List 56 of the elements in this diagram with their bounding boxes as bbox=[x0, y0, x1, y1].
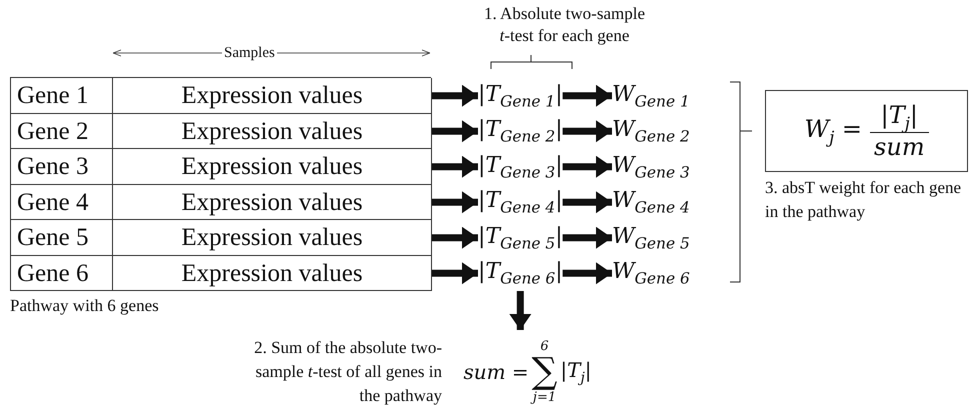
expression-label: Expression values bbox=[180, 81, 364, 111]
formula-box bbox=[765, 90, 968, 172]
arrow bbox=[562, 120, 612, 142]
annotation-text: Pathway with 6 genes bbox=[10, 295, 160, 317]
math-term-text: |T$_{Gene 1}$| bbox=[478, 82, 563, 110]
math-term-text: W$_{Gene 3}$ bbox=[612, 152, 690, 181]
gene-label: Gene 6 bbox=[11, 256, 113, 290]
lower-limit: j=1 bbox=[532, 390, 556, 405]
annotation-text: 2. Sum of the absolute two-sample t-test of all genes in the pathway bbox=[253, 337, 442, 407]
math-term-text: |T$_{Gene 4}$| bbox=[478, 188, 563, 216]
gene-label: Gene 3 bbox=[11, 149, 113, 184]
math-term-text: |T$_{Gene 3}$| bbox=[478, 152, 563, 181]
denominator: sum bbox=[870, 132, 929, 162]
step-label: 1. Absolute two-sample t-test for each gene bbox=[482, 3, 646, 47]
math-term-text: W$_{Gene 6}$ bbox=[612, 259, 690, 288]
upper-limit: 6 bbox=[540, 339, 549, 354]
arrow bbox=[432, 84, 478, 107]
math-term-text: W$_{Gene 5}$ bbox=[612, 224, 690, 252]
table-row bbox=[11, 114, 432, 149]
expression-label: Expression values bbox=[180, 258, 364, 288]
annotation-text: 3. absT weight for each gene in the pathway bbox=[765, 177, 962, 223]
math-term-text: |T$_{Gene 6}$| bbox=[478, 259, 563, 288]
math-term-text: |T$_{Gene 5}$| bbox=[478, 224, 563, 252]
arrow bbox=[562, 191, 612, 214]
formula-text: |T$_{j}$| bbox=[560, 358, 592, 386]
table-row bbox=[11, 184, 432, 220]
arrow bbox=[432, 120, 478, 142]
table-row bbox=[11, 149, 432, 184]
arrow bbox=[432, 262, 478, 284]
expression-label: Expression values bbox=[180, 152, 364, 182]
data-table bbox=[10, 77, 431, 291]
gene-label: Gene 1 bbox=[11, 78, 113, 112]
expression-label: Expression values bbox=[180, 223, 364, 253]
gene-label: Gene 4 bbox=[11, 184, 113, 219]
expression-label: Expression values bbox=[180, 116, 364, 146]
expression-label: Expression values bbox=[180, 188, 364, 218]
arrow bbox=[509, 291, 532, 330]
math-term-text: W$_{Gene 2}$ bbox=[612, 117, 690, 146]
formula-text: W$_{j}$ = bbox=[804, 115, 862, 147]
arrow bbox=[432, 226, 478, 249]
summation-sign: ∑ bbox=[532, 354, 558, 390]
gene-label: Gene 2 bbox=[11, 114, 113, 148]
math-term-text: W$_{Gene 1}$ bbox=[612, 82, 690, 110]
arrow bbox=[562, 226, 612, 249]
arrow bbox=[562, 156, 612, 178]
arrow bbox=[432, 156, 478, 178]
math-term-text: W$_{Gene 4}$ bbox=[612, 188, 690, 216]
table-row bbox=[11, 220, 432, 256]
arrow bbox=[432, 191, 478, 214]
table-row bbox=[11, 78, 432, 114]
table-row bbox=[11, 256, 432, 291]
formula-text: sum = bbox=[463, 360, 529, 384]
arrow bbox=[562, 84, 612, 107]
math-term-text: |T$_{Gene 2}$| bbox=[478, 117, 563, 146]
gene-label: Gene 5 bbox=[11, 220, 113, 254]
arrow bbox=[562, 262, 612, 284]
